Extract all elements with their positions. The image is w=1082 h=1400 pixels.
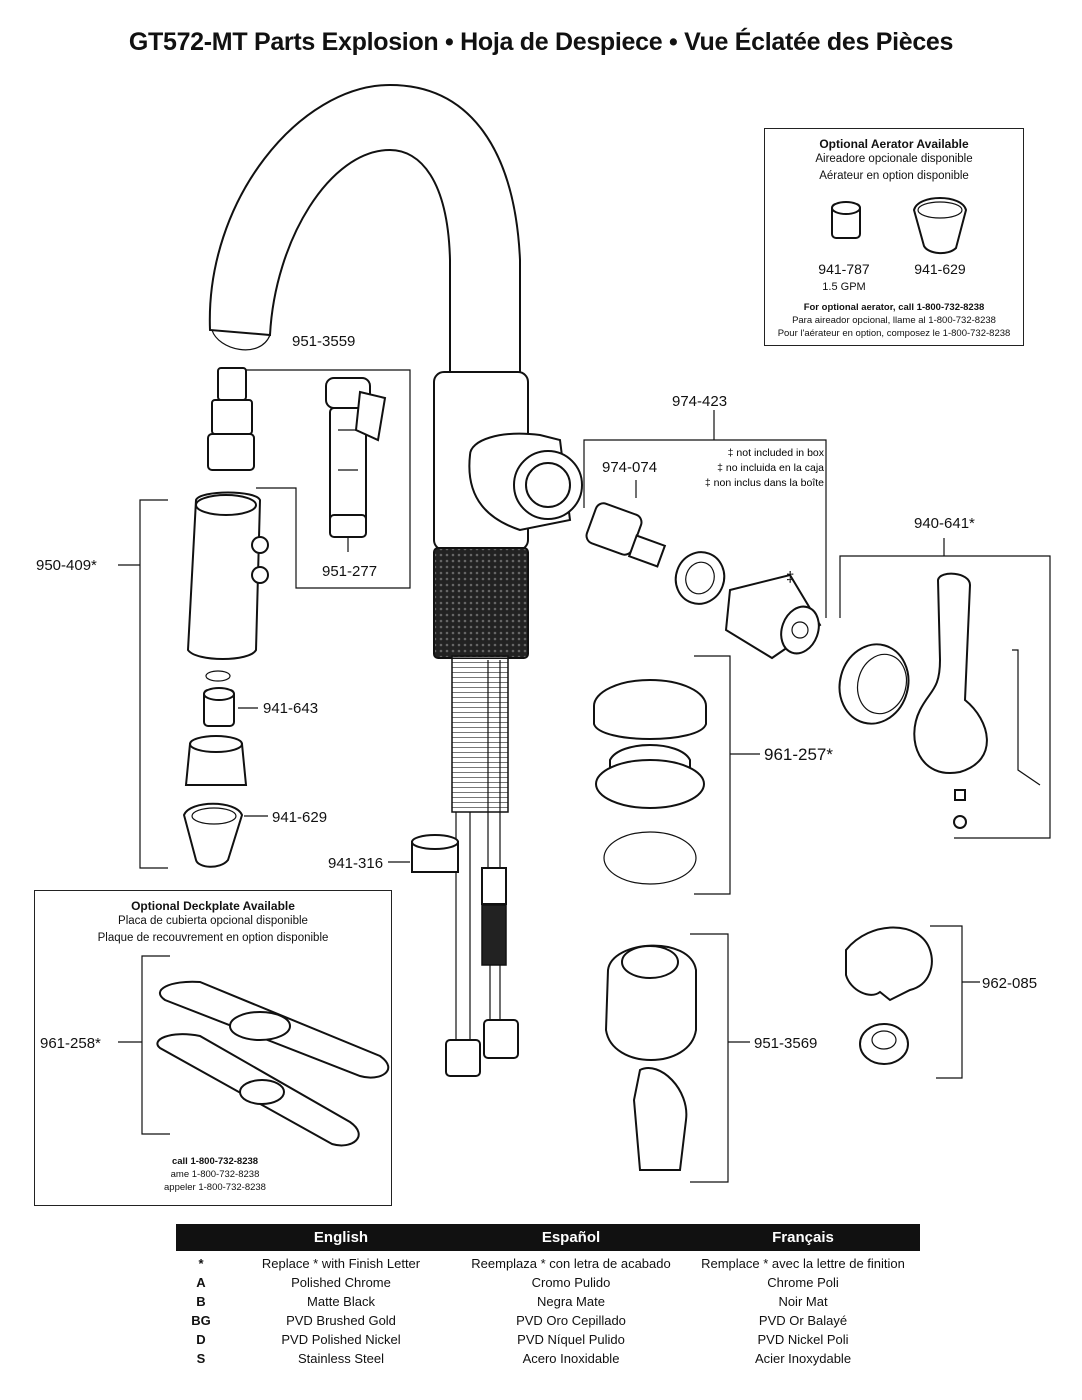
label-974-423: 974-423	[672, 393, 727, 410]
legend-row: BG PVD Brushed Gold PVD Oro Cepillado PV…	[176, 1311, 920, 1330]
legend-code: S	[196, 1351, 206, 1366]
deckplate-961-258	[156, 980, 390, 1147]
aerator-box-es: Aireadore opcionale disponible	[815, 153, 973, 165]
not-included-fr: ‡ non inclus dans la boîte	[705, 477, 824, 489]
legend-code: *	[198, 1256, 204, 1271]
legend-es: Cromo Pulido	[531, 1275, 611, 1290]
deckplate-call-fr: appeler 1-800-732-8238	[164, 1182, 266, 1193]
legend-row: D PVD Polished Nickel PVD Níquel Pulido …	[176, 1330, 920, 1349]
deckplate-call-es: ame 1-800-732-8238	[170, 1169, 260, 1180]
deckplate-box: Optional Deckplate Available Placa de cu…	[34, 890, 392, 1206]
aerator-nut	[184, 735, 248, 786]
deckplate-call-en: call 1-800-732-8238	[171, 1156, 259, 1167]
legend-code: D	[196, 1332, 206, 1347]
hose-weight-941-316	[411, 834, 459, 873]
faucet-body	[433, 371, 583, 813]
legend-row: B Matte Black Negra Mate Noir Mat	[176, 1292, 920, 1311]
legend-code: A	[196, 1275, 206, 1290]
legend-es: Negra Mate	[537, 1294, 605, 1309]
legend-en: Matte Black	[307, 1294, 375, 1309]
legend-code: BG	[191, 1313, 211, 1328]
aerator-941-787-icon	[831, 201, 861, 239]
retainer-nut	[674, 551, 726, 605]
legend-code: B	[196, 1294, 206, 1309]
legend-header-english: English	[313, 1229, 369, 1246]
parts-explosion-diagram: 951-3559 951-277 950-409* 941-643 941-62…	[36, 83, 1051, 1183]
o-ring-941-643	[203, 670, 235, 727]
finish-legend-table: English Español Français * Replace * wit…	[176, 1224, 920, 1368]
legend-es: PVD Níquel Pulido	[517, 1332, 625, 1347]
legend-row: * Replace * with Finish Letter Reemplaza…	[176, 1254, 920, 1273]
cartridge-housing-dagger	[724, 573, 822, 660]
supply-hoses	[445, 660, 519, 1077]
page-title: GT572-MT Parts Explosion • Hoja de Despi…	[128, 28, 954, 56]
faucet-spout	[208, 83, 521, 381]
label-941-316: 941-316	[328, 855, 383, 872]
not-included-es: ‡ no incluida en la caja	[717, 462, 824, 474]
label-941-629: 941-629	[272, 809, 327, 826]
label-951-3569: 951-3569	[754, 1035, 817, 1052]
deckplate-box-title: Optional Deckplate Available	[131, 899, 295, 913]
legend-en: Polished Chrome	[291, 1275, 391, 1290]
aerator-call-en: For optional aerator, call 1-800-732-823…	[803, 302, 985, 313]
label-961-258: 961-258*	[40, 1035, 101, 1052]
mounting-bracket-951-3569	[604, 944, 697, 1171]
label-974-074: 974-074	[602, 459, 657, 476]
deckplate-box-fr: Plaque de recouvrement en option disponi…	[97, 932, 329, 944]
label-dagger: ‡	[786, 569, 794, 586]
legend-fr: Acier Inoxydable	[754, 1351, 852, 1366]
aerator-call-es: Para aireador opcional, llame al 1-800-7…	[792, 315, 996, 326]
legend-header: English Español Français	[176, 1224, 920, 1251]
label-962-085: 962-085	[982, 975, 1037, 992]
spray-handle-950-409	[186, 491, 269, 660]
aerator-part-a-sub: 1.5 GPM	[822, 281, 866, 293]
label-941-643: 941-643	[263, 700, 318, 717]
handle-ring	[838, 643, 910, 725]
label-961-257: 961-257*	[764, 745, 833, 764]
legend-fr: Noir Mat	[778, 1294, 828, 1309]
legend-en: Replace * with Finish Letter	[261, 1256, 421, 1271]
legend-header-francais: Français	[772, 1229, 834, 1246]
aerator-key-box-icon	[912, 197, 968, 254]
legend-fr: Remplace * avec la lettre de finition	[701, 1256, 905, 1271]
legend-row: A Polished Chrome Cromo Pulido Chrome Po…	[176, 1273, 920, 1292]
not-included-en: ‡ not included in box	[728, 447, 825, 459]
legend-es: Reemplaza * con letra de acabado	[471, 1256, 671, 1271]
escutcheon-961-257	[593, 679, 707, 885]
legend-fr: Chrome Poli	[767, 1275, 839, 1290]
label-950-409: 950-409*	[36, 557, 97, 574]
legend-en: Stainless Steel	[298, 1351, 384, 1366]
aerator-box-title: Optional Aerator Available	[819, 137, 969, 151]
legend-fr: PVD Nickel Poli	[757, 1332, 849, 1347]
mounting-washer-962-085	[845, 926, 933, 1065]
aerator-box-fr: Aérateur en option disponible	[819, 170, 969, 182]
legend-es: PVD Oro Cepillado	[516, 1313, 626, 1328]
aerator-box: Optional Aerator Available Aireadore opc…	[764, 128, 1024, 346]
cartridge-974-074	[585, 502, 667, 568]
handle-940-641	[913, 572, 1041, 829]
leader-lines	[118, 369, 1051, 1183]
label-951-277: 951-277	[322, 563, 377, 580]
legend-fr: PVD Or Balayé	[758, 1313, 848, 1328]
aerator-key-941-629	[182, 802, 244, 868]
legend-en: PVD Polished Nickel	[281, 1332, 401, 1347]
legend-row: S Stainless Steel Acero Inoxidable Acier…	[176, 1349, 920, 1368]
legend-es: Acero Inoxidable	[522, 1351, 620, 1366]
aerator-part-a: 941-787	[818, 261, 870, 277]
label-951-3559: 951-3559	[292, 333, 355, 350]
deckplate-box-es: Placa de cubierta opcional disponible	[118, 915, 308, 927]
spray-connector	[207, 367, 255, 471]
aerator-part-b: 941-629	[914, 261, 966, 277]
label-940-641: 940-641*	[914, 515, 975, 532]
legend-en: PVD Brushed Gold	[286, 1313, 396, 1328]
legend-header-espanol: Español	[541, 1229, 601, 1246]
aerator-call-fr: Pour l'aérateur en option, composez le 1…	[777, 328, 1011, 339]
check-valve-951-277	[325, 377, 387, 538]
